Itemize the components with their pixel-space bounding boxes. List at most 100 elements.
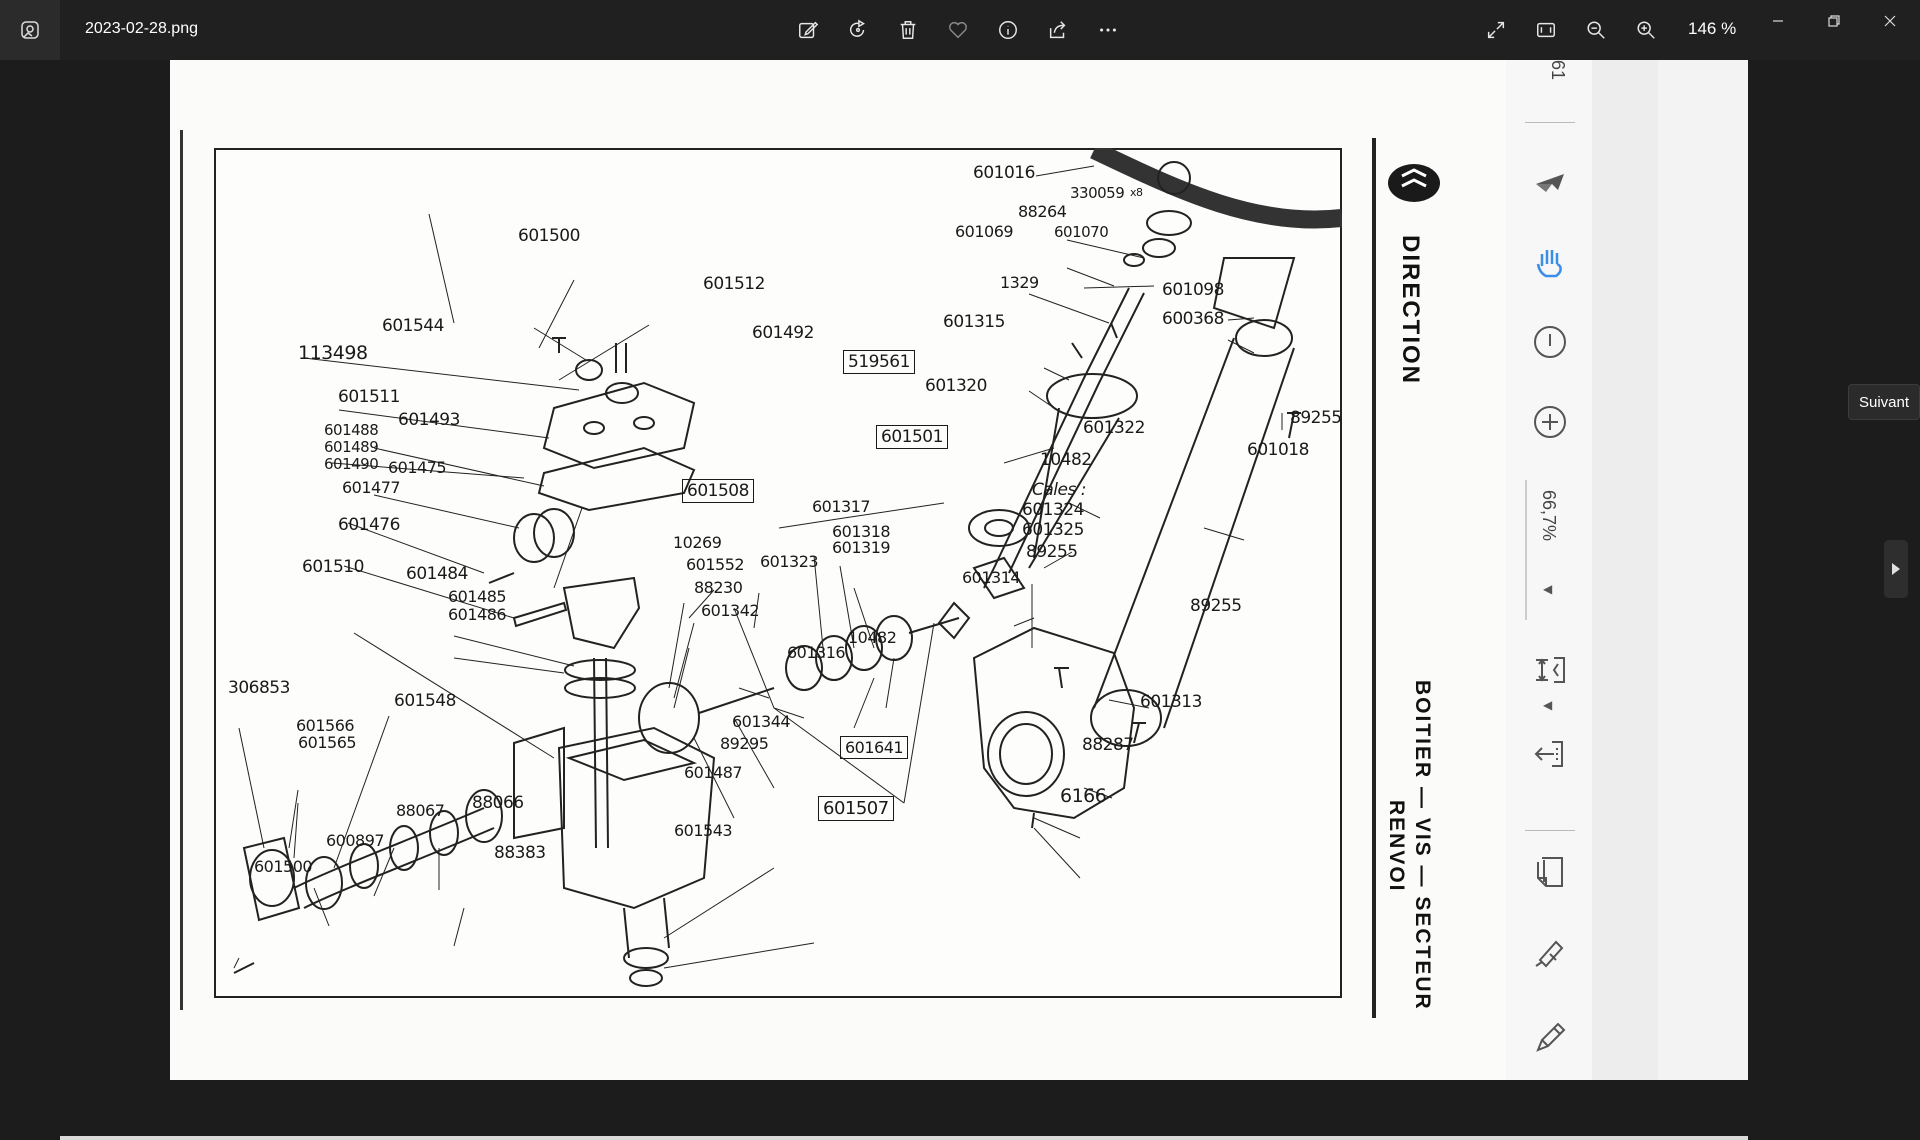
part-label: 89255 bbox=[1290, 408, 1342, 428]
document-subtitle: BOITIER — VIS — SECTEUR bbox=[1411, 680, 1434, 1011]
part-label: x8 bbox=[1130, 186, 1143, 199]
part-label-boxed: 601507 bbox=[818, 796, 894, 821]
exit-icon[interactable] bbox=[1530, 734, 1570, 774]
hand-icon[interactable] bbox=[1530, 242, 1570, 282]
part-label: 88383 bbox=[494, 843, 546, 863]
part-label: 601500 bbox=[518, 226, 580, 246]
next-button[interactable] bbox=[1884, 540, 1908, 598]
info-icon[interactable] bbox=[1530, 322, 1570, 362]
photos-app-icon[interactable] bbox=[0, 0, 60, 60]
pen-icon[interactable] bbox=[1530, 1018, 1570, 1058]
part-label: 601548 bbox=[394, 691, 456, 711]
fit-icon[interactable] bbox=[1528, 12, 1564, 48]
part-label: 601323 bbox=[760, 552, 819, 571]
part-label: 88066 bbox=[472, 793, 524, 813]
part-label: 601069 bbox=[955, 222, 1014, 241]
next-tooltip: Suivant bbox=[1848, 384, 1920, 420]
maximize-icon[interactable] bbox=[1806, 0, 1862, 42]
part-label: 89255 bbox=[1190, 596, 1242, 616]
part-label: 88287 bbox=[1082, 735, 1134, 755]
part-label: 601500 bbox=[254, 857, 313, 876]
part-label: 601489 bbox=[324, 438, 379, 456]
info-icon[interactable] bbox=[990, 12, 1026, 48]
margin-rule bbox=[180, 130, 183, 1010]
part-label: 601490 bbox=[324, 455, 379, 473]
part-label: 601493 bbox=[398, 410, 460, 430]
part-label: 89255 bbox=[1026, 542, 1078, 562]
part-label: 601016 bbox=[973, 163, 1035, 183]
part-label: 89295 bbox=[720, 734, 769, 753]
part-label: 601565 bbox=[298, 733, 357, 752]
part-label: 601475 bbox=[388, 458, 447, 477]
scrollbar-horizontal[interactable] bbox=[60, 1136, 1748, 1140]
part-label: 601316 bbox=[787, 643, 846, 662]
part-label: 601486 bbox=[448, 605, 507, 624]
part-label: 601313 bbox=[1140, 692, 1202, 712]
rotate-icon[interactable] bbox=[840, 12, 876, 48]
page-number: 61 bbox=[1548, 60, 1568, 81]
part-label-boxed: 601508 bbox=[682, 479, 754, 503]
part-label: 601510 bbox=[302, 557, 364, 577]
zoom-level[interactable]: 146 % bbox=[1688, 19, 1737, 38]
part-label: 601511 bbox=[338, 387, 400, 407]
page-gutter bbox=[1658, 60, 1748, 1080]
fullscreen-icon[interactable] bbox=[1478, 12, 1514, 48]
zoom-in-icon[interactable] bbox=[1628, 12, 1664, 48]
delete-icon[interactable] bbox=[890, 12, 926, 48]
part-label-boxed: 601501 bbox=[876, 425, 948, 449]
part-label: 601344 bbox=[732, 712, 791, 731]
part-label-boxed: 601641 bbox=[840, 736, 909, 759]
part-label: 601322 bbox=[1083, 418, 1145, 438]
close-icon[interactable] bbox=[1862, 0, 1918, 42]
part-label: 601487 bbox=[684, 763, 743, 782]
note-icon[interactable] bbox=[1530, 852, 1570, 892]
panel-zoom-level[interactable]: 66,7% bbox=[1539, 490, 1559, 542]
zoom-out-icon[interactable] bbox=[1578, 12, 1614, 48]
arrow-icon[interactable] bbox=[1530, 162, 1570, 202]
part-label: 601320 bbox=[925, 376, 987, 396]
part-label: 601566 bbox=[296, 716, 355, 735]
favorite-icon[interactable] bbox=[940, 12, 976, 48]
highlighter-icon[interactable] bbox=[1530, 932, 1570, 972]
part-label: 601512 bbox=[703, 274, 765, 294]
part-label: Cales : bbox=[1032, 480, 1086, 500]
part-label: 601492 bbox=[752, 323, 814, 343]
part-label: 600368 bbox=[1162, 309, 1224, 329]
part-label: 601544 bbox=[382, 316, 444, 336]
part-label: 601485 bbox=[448, 587, 507, 606]
part-label: 10482 bbox=[848, 628, 897, 647]
part-label: 601324 bbox=[1022, 500, 1084, 520]
edit-icon[interactable] bbox=[790, 12, 826, 48]
image-canvas[interactable]: 601016 330059 x8 88264 601069 601070 132… bbox=[0, 60, 1920, 1140]
part-label: 601318 bbox=[832, 522, 891, 541]
divider bbox=[1525, 480, 1527, 620]
part-label: 10269 bbox=[673, 533, 722, 552]
caret-left-icon[interactable]: ◀ bbox=[1543, 698, 1553, 712]
part-label: 601325 bbox=[1022, 520, 1084, 540]
part-label: 600897 bbox=[326, 831, 385, 850]
add-icon[interactable] bbox=[1530, 402, 1570, 442]
part-label: 601477 bbox=[342, 478, 401, 497]
part-label: 88230 bbox=[694, 578, 743, 597]
part-label: 601488 bbox=[324, 421, 379, 439]
part-label: 601552 bbox=[686, 555, 745, 574]
part-label: 113498 bbox=[298, 342, 368, 364]
part-label: 330059 bbox=[1070, 184, 1125, 202]
exploded-view-drawing bbox=[233, 148, 1342, 987]
part-label: 10482 bbox=[1040, 450, 1092, 470]
share-icon[interactable] bbox=[1040, 12, 1076, 48]
part-label: 601342 bbox=[701, 601, 760, 620]
fit-page-icon[interactable] bbox=[1530, 650, 1570, 690]
part-label: 1329 bbox=[1000, 273, 1039, 292]
part-label: 601317 bbox=[812, 497, 871, 516]
part-label: 601543 bbox=[674, 821, 733, 840]
file-name: 2023-02-28.png bbox=[85, 20, 198, 37]
part-label: 601484 bbox=[406, 564, 468, 584]
minimize-icon[interactable] bbox=[1750, 0, 1806, 42]
tool-panel bbox=[1506, 60, 1592, 1080]
title-strip-border bbox=[1372, 138, 1376, 1018]
part-label: 306853 bbox=[228, 678, 290, 698]
more-icon[interactable] bbox=[1090, 12, 1126, 48]
caret-left-icon[interactable]: ◀ bbox=[1543, 582, 1553, 596]
part-label: 601319 bbox=[832, 538, 891, 557]
